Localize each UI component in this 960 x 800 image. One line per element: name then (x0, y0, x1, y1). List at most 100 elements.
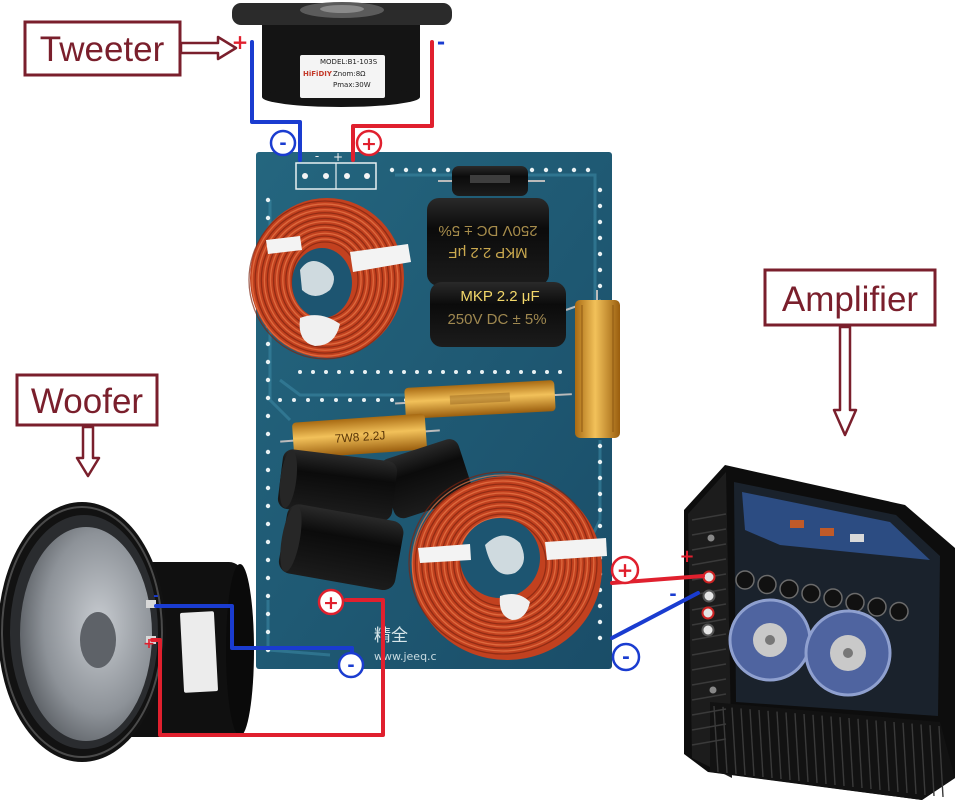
amplifier-label: Amplifier (782, 280, 918, 319)
marker-ring (269, 129, 297, 157)
capacitor-body (277, 449, 398, 521)
heatsink-fin (691, 558, 727, 566)
terminal-pad (302, 173, 308, 179)
pcb-hole (265, 215, 271, 221)
tweeter-minus-mark: - (437, 30, 445, 54)
woofer-sticker (180, 611, 218, 693)
pcb-hole (431, 167, 437, 173)
pcb-hole (265, 449, 271, 455)
capacitor-print (470, 175, 510, 183)
tweeter: MODEL:B1-103S HiFiDIY Znom:8Ω Pmax:30W +… (232, 2, 452, 107)
heatsink-fin (691, 708, 727, 716)
glue-blob (499, 594, 530, 620)
power-resistor-left: 7W8 2.2J (280, 413, 440, 459)
pcb-hole (348, 398, 352, 402)
heatsink-fin (749, 709, 755, 777)
marker-minus: - (279, 133, 286, 154)
pcb-holes (265, 167, 603, 653)
pcb-hole (265, 431, 271, 437)
pcb-hole (265, 377, 271, 383)
tweeter-dome-highlight (320, 5, 364, 13)
pcb-trace (279, 378, 420, 397)
amp-plus-mark: + (679, 546, 694, 567)
toroidal-transformer (728, 598, 812, 682)
cable-tie (545, 538, 607, 560)
woofer-label-box (15, 373, 159, 427)
terminal-pad (364, 173, 370, 179)
marker-ring (355, 129, 383, 157)
panel-screw (707, 534, 715, 542)
arrow-down-icon (75, 425, 101, 478)
circled-plus-amp: + (610, 555, 640, 585)
amplifier-capacitor (867, 597, 887, 617)
marker-ring (317, 588, 345, 616)
heatsink-fins (691, 513, 944, 798)
capacitor-body (427, 198, 549, 286)
coil-winding-ring (260, 212, 390, 348)
amplifier-pcb (742, 492, 930, 560)
coil-winding-ring (449, 510, 557, 616)
coil-winding-ring (443, 504, 563, 622)
heatsink-fin (902, 722, 908, 794)
cable-tie (266, 236, 302, 254)
speaker-binding-post (701, 606, 715, 620)
pcb-hole (265, 395, 271, 401)
board-minus-mark: - (315, 149, 319, 163)
woofer-dust-cap (80, 612, 116, 668)
pcb-hole (545, 370, 549, 374)
pcb-hole (390, 398, 394, 402)
pcb-hole (597, 603, 603, 609)
terminal-pad (344, 173, 350, 179)
heatsink-fin (866, 719, 872, 790)
marker-plus: + (361, 133, 377, 155)
pcb-hole (362, 398, 366, 402)
coil-winding-ring (248, 200, 402, 360)
pcb-hole (292, 398, 296, 402)
pcb-hole (597, 203, 603, 209)
heatsink-fin (875, 720, 881, 791)
circled-plus-woofer: + (317, 588, 345, 616)
pcb-hole (597, 219, 603, 225)
pcb-hole (265, 575, 271, 581)
resistor-lead (423, 429, 440, 433)
toroid-bolt (843, 648, 853, 658)
marker-ring (610, 555, 640, 585)
coil-winding-ring (440, 501, 566, 625)
pcb-hole (389, 167, 395, 173)
power-resistor-vertical (575, 290, 620, 438)
circled-plus-tweeter: + (355, 129, 383, 157)
heatsink-fin (691, 663, 727, 671)
resistor-body (575, 300, 620, 438)
amp-minus-mark: - (669, 584, 676, 605)
capacitor-body (278, 504, 404, 591)
heatsink-fin (691, 693, 727, 701)
coil-winding-ring (257, 209, 393, 351)
pcb-hole (363, 370, 367, 374)
pcb-hole (529, 167, 535, 173)
amplifier-callout: Amplifier (763, 268, 937, 437)
heatsink-fin (857, 718, 863, 789)
pcb-hole (415, 370, 419, 374)
tweeter-label: Tweeter (40, 30, 165, 69)
coil-winding-ring (251, 203, 399, 357)
capacitor-end (280, 504, 302, 572)
inductor-coil-lower (408, 471, 607, 660)
woofer-negative-wire (154, 604, 354, 658)
amplifier-capacitor (845, 592, 865, 613)
woofer-callout: Woofer (15, 373, 159, 478)
heatsink-fin (691, 618, 727, 626)
toroid-bolt (765, 635, 775, 645)
pcb-hole (298, 370, 302, 374)
resistor-lead (280, 439, 296, 443)
pcb-hole (597, 523, 603, 529)
pcb-hole (265, 629, 271, 635)
board-url-text: www.jeeq.c (374, 650, 437, 663)
pcb-hole (417, 167, 423, 173)
amplifier-capacitor (889, 601, 909, 622)
tweeter-negative-wire (250, 40, 302, 162)
amplifier-capacitor (823, 588, 843, 608)
woofer-minus-mark: - (153, 589, 158, 604)
woofer-rim (1, 506, 163, 758)
arrow-down-icon (832, 325, 858, 437)
pcb-hole (265, 359, 271, 365)
